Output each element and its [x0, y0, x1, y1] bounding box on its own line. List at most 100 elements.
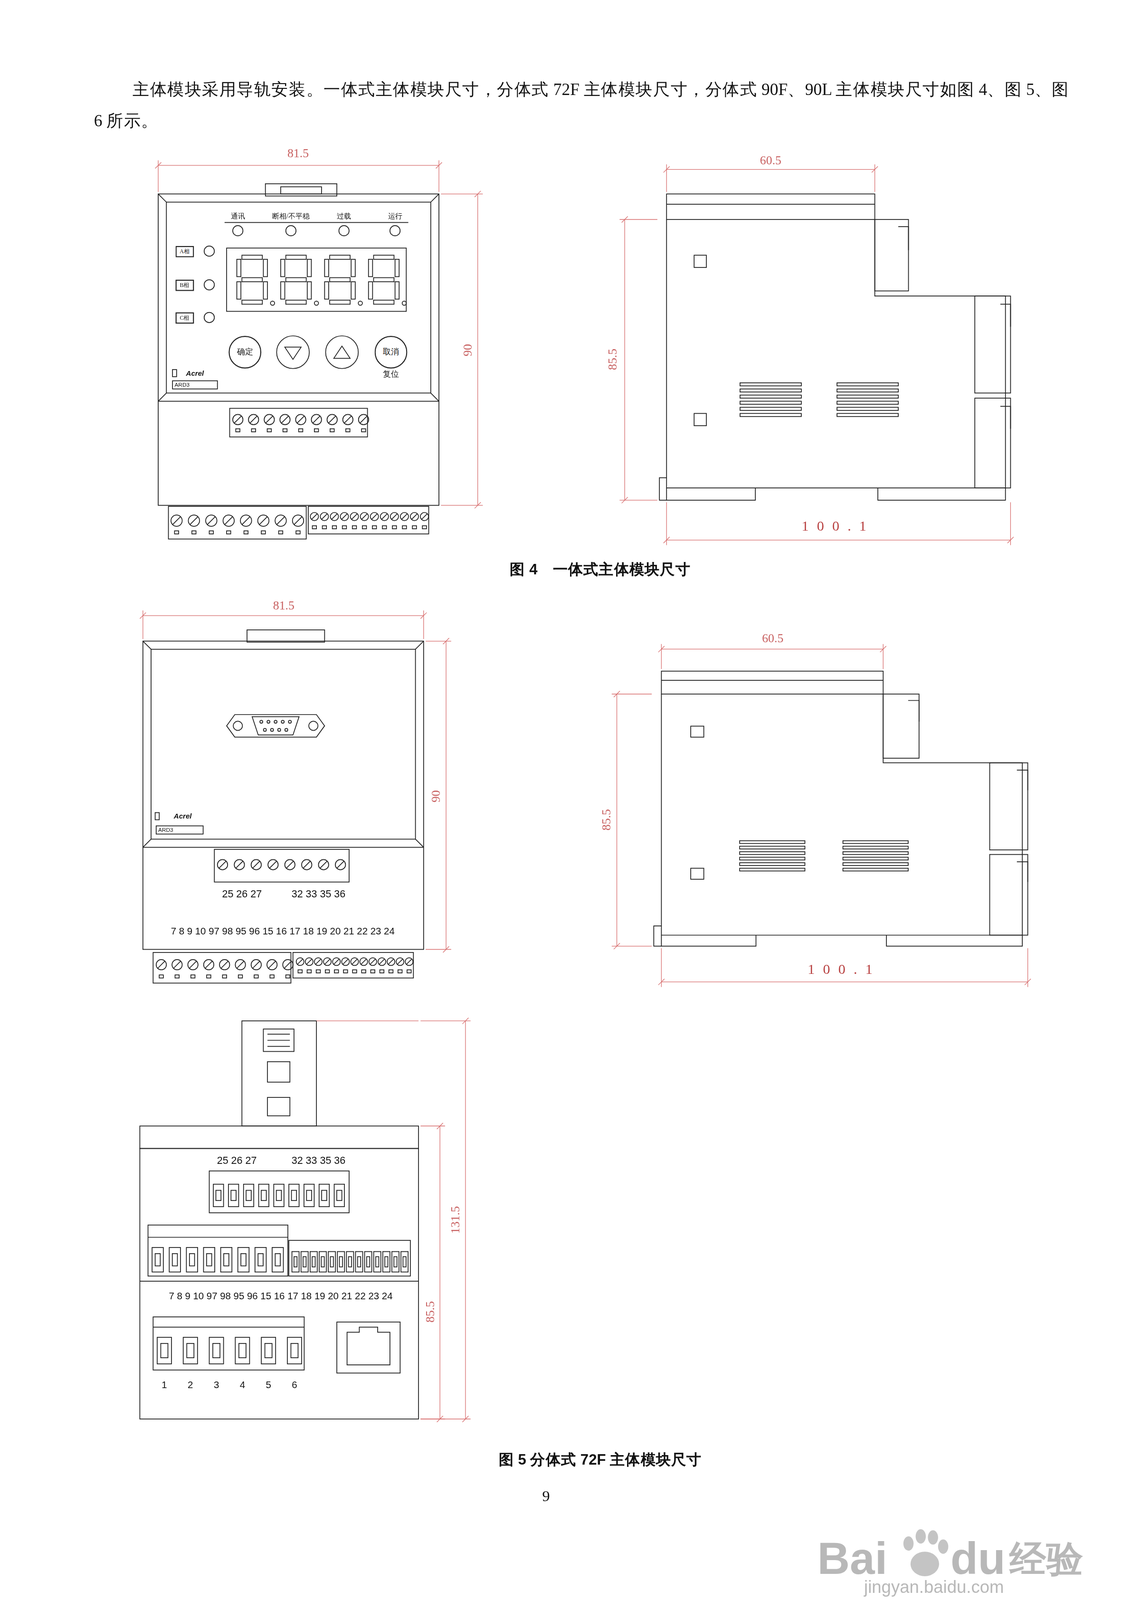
watermark: 经验	[1009, 1537, 1084, 1580]
terminal-screw	[335, 859, 346, 870]
terminal-slot	[175, 974, 180, 978]
vent-slot	[739, 845, 805, 849]
terminal-screw	[332, 957, 341, 966]
bevel	[158, 392, 167, 401]
terminal-screw	[396, 957, 404, 966]
terminal-slot	[400, 1251, 409, 1273]
terminal-screw	[219, 959, 230, 970]
terminal-screw	[257, 514, 270, 527]
dimension-tick	[437, 1416, 444, 1423]
housing	[142, 641, 424, 950]
segment	[285, 300, 307, 305]
terminal-screw	[358, 414, 369, 425]
terminal-screw	[311, 414, 322, 425]
terminal-slot	[407, 969, 412, 973]
screw-slot	[281, 416, 289, 424]
segment	[241, 300, 263, 305]
terminal-slot	[172, 1253, 178, 1266]
vent-slot	[740, 401, 802, 405]
segment	[329, 300, 351, 305]
terminal-screw	[234, 859, 245, 870]
terminal-screw	[341, 957, 350, 966]
segment	[324, 259, 329, 277]
side-housing	[661, 693, 1023, 936]
bevel	[430, 193, 439, 202]
terminal-slot	[372, 525, 377, 529]
dimension-tick	[420, 612, 427, 619]
terminal-number: 4	[239, 1379, 246, 1391]
screw-slot	[320, 861, 328, 869]
terminal-screw	[188, 514, 200, 527]
dimension: 90	[461, 343, 476, 357]
extension-line	[316, 1020, 419, 1021]
terminal-number: 5	[265, 1379, 271, 1391]
dimension-tick	[443, 946, 450, 953]
top-cap	[666, 193, 875, 220]
segment	[324, 281, 329, 300]
model-plate	[172, 380, 218, 390]
button-label: C相	[180, 314, 191, 321]
extension-line	[661, 948, 662, 988]
terminal-screw	[251, 859, 262, 870]
rear-view	[139, 1020, 419, 1419]
terminal-slot	[159, 974, 164, 978]
screw-slot	[360, 416, 368, 424]
segment	[285, 277, 307, 283]
terminal-screw	[378, 957, 386, 966]
rail-foot	[666, 487, 756, 501]
terminal-slot	[191, 530, 197, 534]
terminal-slot	[254, 974, 259, 978]
terminal-slot	[297, 969, 303, 973]
terminal-screw	[405, 957, 413, 966]
terminal-slot	[223, 1253, 229, 1266]
paw-toe	[938, 1539, 949, 1554]
vent-slot	[843, 868, 909, 872]
brand-logo: Acrel	[186, 369, 205, 378]
rail-clip	[247, 629, 325, 643]
terminal-slot	[255, 1247, 267, 1273]
dimension-tick	[474, 190, 481, 198]
extension-line	[425, 640, 452, 642]
dimension-tick	[621, 216, 628, 223]
connector-notch	[898, 226, 909, 250]
rail-foot	[661, 935, 756, 947]
dimension-tick	[474, 502, 481, 509]
segment	[395, 281, 400, 300]
terminal-slot	[316, 969, 321, 973]
terminal-slot	[375, 1256, 379, 1267]
extension-line	[611, 945, 652, 947]
screw-slot	[268, 960, 276, 969]
terminal-slot	[189, 1253, 195, 1266]
screw-slot	[406, 959, 412, 965]
dimension-tick	[139, 612, 146, 619]
terminal-screw	[264, 414, 275, 425]
terminal-slot	[382, 1251, 390, 1273]
terminal-screw	[267, 859, 278, 870]
terminal-screw	[292, 514, 305, 527]
dimension-tick	[663, 166, 670, 173]
terminal-slot	[258, 1184, 269, 1207]
rail-foot	[886, 935, 1023, 947]
button: 确定	[228, 335, 262, 369]
plug	[241, 1020, 317, 1126]
vent-slot	[740, 382, 802, 386]
dimension-line	[439, 1125, 441, 1419]
terminal-slot	[265, 1343, 273, 1358]
terminal-screw	[285, 859, 295, 870]
segment	[351, 281, 356, 300]
screw-slot	[252, 960, 260, 969]
bevel	[142, 838, 152, 847]
db9-screw	[308, 721, 318, 731]
bevel	[142, 641, 152, 650]
vent-slot	[836, 401, 899, 405]
extension-line	[883, 644, 884, 670]
terminal-slot	[362, 525, 367, 529]
bevel	[415, 838, 424, 847]
terminal-slot	[226, 530, 231, 534]
decimal-point	[402, 301, 407, 306]
indicator-label: 过载	[336, 212, 352, 221]
screw-slot	[351, 513, 358, 520]
terminal-slot	[285, 974, 291, 978]
screw-slot	[411, 513, 418, 520]
connector	[974, 295, 1011, 393]
